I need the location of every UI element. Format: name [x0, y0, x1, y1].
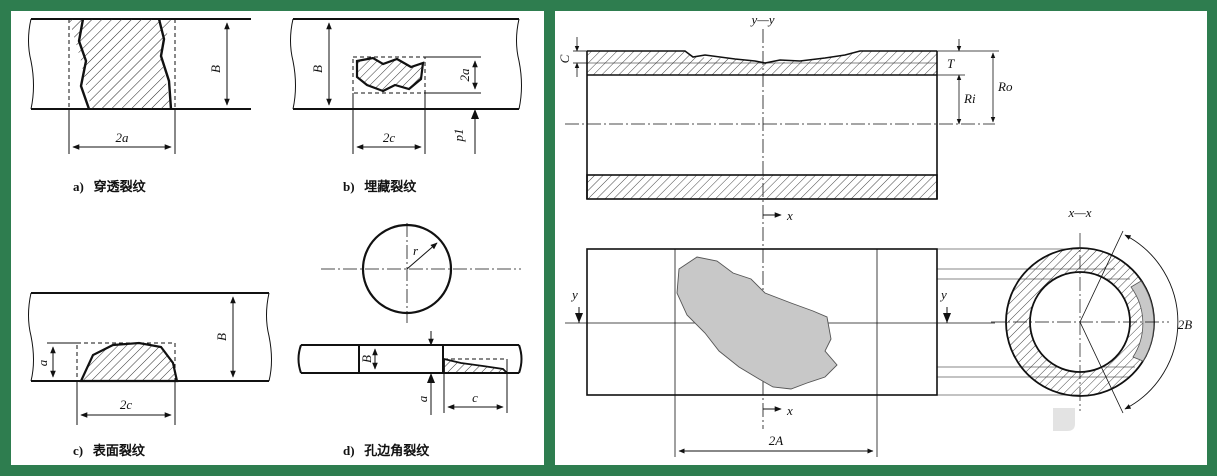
thickness-label: B: [359, 355, 374, 363]
surface-crack-figure: a B 2c c) 表面裂纹: [28, 292, 272, 458]
caption-embedded-crack: b) 埋藏裂纹: [343, 179, 417, 194]
length-label: c: [472, 390, 478, 405]
section-mark-y-right: y: [939, 287, 947, 302]
hole-corner-crack-figure: r B a c d) 孔边角裂纹: [297, 223, 523, 458]
right-panel: y—y C T Ri Ro x x: [555, 11, 1207, 465]
thickness-label: B: [208, 65, 223, 73]
caption-through-crack: a) 穿透裂纹: [73, 179, 147, 194]
crack-height-label: 2a: [457, 68, 472, 82]
radius-label: r: [413, 243, 419, 258]
defect-arc-label: 2B: [1178, 317, 1193, 332]
section-xx-label: x—x: [1067, 205, 1091, 220]
pipe-plan-view: y y 2A: [565, 248, 995, 457]
section-mark-x-bottom: x: [786, 403, 793, 418]
pipe-longitudinal-section: C T Ri Ro: [557, 37, 1013, 200]
embedded-crack-figure: 2a B 2c p1 b) 埋藏裂纹: [290, 18, 522, 194]
caption-hole-corner-crack: d) 孔边角裂纹: [343, 443, 430, 458]
defect-length-label: 2A: [769, 433, 784, 448]
section-yy-label: y—y: [749, 12, 774, 27]
width-label: 2c: [120, 397, 133, 412]
wall-thickness-label: T: [947, 56, 955, 71]
through-crack-figure: 2a B a) 穿透裂纹: [28, 18, 251, 194]
thickness-label: B: [214, 333, 229, 341]
caption-surface-crack: c) 表面裂纹: [73, 443, 146, 458]
width-label: 2c: [383, 130, 396, 145]
corrosion-depth-label: C: [557, 54, 572, 63]
p1-label: p1: [451, 129, 466, 143]
pipe-defect-diagram: y—y C T Ri Ro x x: [557, 12, 1192, 457]
crack-types-diagram: 2a B a) 穿透裂纹 2a B 2c p1 b) 埋藏裂纹 a: [28, 18, 523, 458]
depth-label: a: [415, 395, 430, 402]
section-mark-y-left: y: [570, 287, 578, 302]
pipe-cross-section: x—x 2B: [991, 205, 1192, 431]
thickness-label: B: [310, 65, 325, 73]
width-label: 2a: [116, 130, 130, 145]
inner-radius-label: Ri: [963, 91, 976, 106]
depth-label: a: [35, 359, 50, 366]
section-mark-x-top: x: [786, 208, 793, 223]
outer-radius-label: Ro: [997, 79, 1013, 94]
left-panel: 2a B a) 穿透裂纹 2a B 2c p1 b) 埋藏裂纹 a: [11, 11, 544, 465]
